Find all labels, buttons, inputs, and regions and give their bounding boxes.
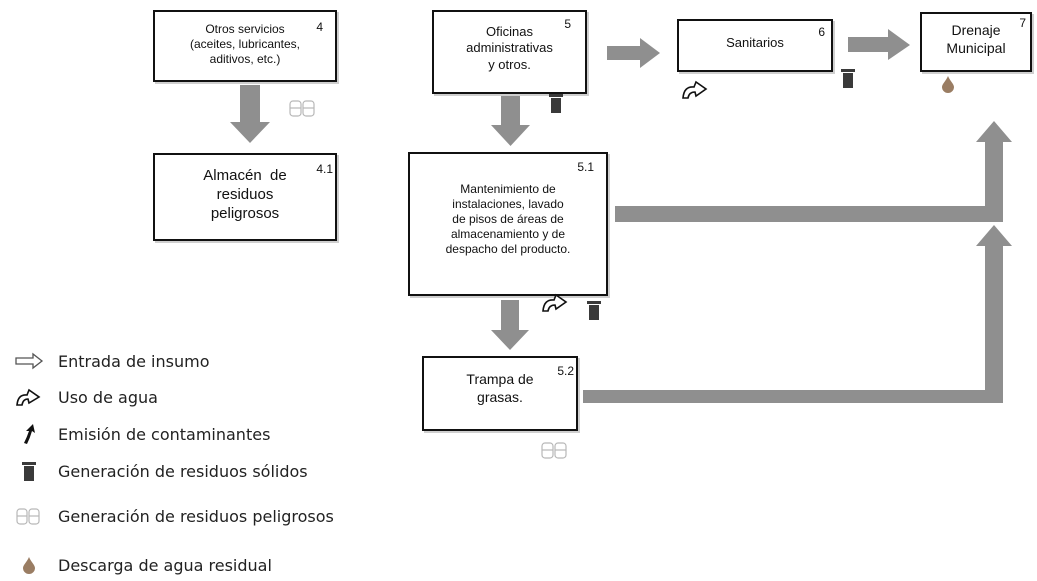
trash-bin-icon <box>549 94 563 113</box>
box-oficinas-number: 5 <box>564 17 571 31</box>
legend-label: Emisión de contaminantes <box>58 424 271 444</box>
legend-label: Uso de agua <box>58 387 158 407</box>
legend-label: Generación de residuos peligrosos <box>58 506 334 526</box>
box-almacen-label: Almacén de residuos peligrosos <box>203 167 287 222</box>
box-sanitarios-label: Sanitarios <box>726 35 784 50</box>
box-mantenimiento-number: 5.1 <box>577 160 594 174</box>
box-almacen-number: 4.1 <box>316 162 333 176</box>
arrow-mantenimiento-to-trampa <box>491 300 529 350</box>
box-otros-servicios: Otros servicios (aceites, lubricantes, a… <box>153 10 337 82</box>
box-sanitarios: Sanitarios 6 <box>677 19 833 72</box>
barrels-icon <box>541 442 567 459</box>
trash-bin-icon <box>587 301 601 320</box>
barrels-icon <box>16 508 40 525</box>
legend-item-residuos-peligrosos: Generación de residuos peligrosos <box>14 503 334 529</box>
box-trampa-label: Trampa de grasas. <box>466 371 534 405</box>
legend-label: Entrada de insumo <box>58 351 210 371</box>
arrow-mantenimiento-to-drenaje <box>615 121 1012 222</box>
box-almacen: Almacén de residuos peligrosos 4.1 <box>153 153 337 241</box>
drop-icon <box>23 557 35 574</box>
trash-bin-icon <box>841 69 855 88</box>
legend-label: Descarga de agua residual <box>58 555 272 575</box>
box-otros-servicios-number: 4 <box>316 20 323 34</box>
box-mantenimiento-label: Mantenimiento de instalaciones, lavado d… <box>445 182 571 256</box>
legend-item-entrada: Entrada de insumo <box>14 348 209 374</box>
box-trampa: Trampa de grasas. 5.2 <box>422 356 578 431</box>
arrow-trampa-to-drenaje <box>583 225 1012 403</box>
box-mantenimiento: Mantenimiento de instalaciones, lavado d… <box>408 152 608 296</box>
barrels-icon <box>289 100 315 117</box>
water-tap-icon <box>682 80 708 99</box>
arrow-oficinas-to-sanitarios <box>607 38 660 68</box>
box-oficinas: Oficinas administrativas y otros. 5 <box>432 10 587 94</box>
box-drenaje-number: 7 <box>1019 16 1026 30</box>
box-oficinas-label: Oficinas administrativas y otros. <box>466 24 553 72</box>
water-tap-icon <box>542 293 568 312</box>
legend-item-residuos-solidos: Generación de residuos sólidos <box>14 458 308 484</box>
box-drenaje-label: Drenaje Municipal <box>946 22 1006 56</box>
box-otros-servicios-label: Otros servicios (aceites, lubricantes, a… <box>189 22 301 66</box>
legend-label: Generación de residuos sólidos <box>58 461 308 481</box>
water-tap-icon <box>16 388 41 406</box>
box-drenaje: Drenaje Municipal 7 <box>920 12 1032 72</box>
box-trampa-number: 5.2 <box>557 364 574 378</box>
box-sanitarios-number: 6 <box>818 25 825 39</box>
legend-item-descarga: Descarga de agua residual <box>14 552 272 578</box>
input-arrow-icon <box>15 352 44 370</box>
emission-icon <box>24 424 35 444</box>
trash-bin-icon <box>22 462 36 481</box>
arrow-otros-to-almacen <box>230 85 270 143</box>
legend-item-emision: Emisión de contaminantes <box>14 421 270 447</box>
arrow-oficinas-to-mantenimiento <box>491 95 530 146</box>
arrow-sanitarios-to-drenaje <box>848 29 910 60</box>
drop-icon <box>942 76 954 93</box>
legend-item-uso-agua: Uso de agua <box>14 384 158 410</box>
